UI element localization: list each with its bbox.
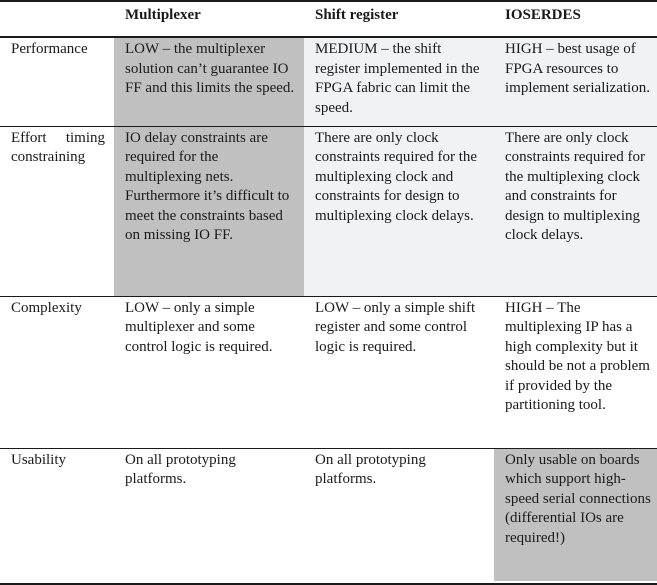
- row-label-usability: Usability: [0, 447, 114, 581]
- cell-performance-multiplexer: LOW – the multiplexer solution can’t gua…: [114, 36, 304, 126]
- table-row-usability: Usability On all prototyping platforms. …: [0, 447, 657, 581]
- cell-usability-multiplexer: On all prototyping platforms.: [114, 447, 304, 581]
- cell-effort-ioserdes: There are only clock constraints require…: [494, 125, 657, 296]
- row-label-complexity: Complexity: [0, 295, 114, 448]
- table-header-row: Multiplexer Shift register IOSERDES: [0, 2, 657, 38]
- header-ioserdes: IOSERDES: [494, 2, 657, 38]
- header-empty: [0, 2, 114, 38]
- cell-usability-shift-register: On all prototyping platforms.: [304, 447, 494, 581]
- header-multiplexer: Multiplexer: [114, 2, 304, 38]
- table-row-effort-timing: Effort timing constraining IO delay cons…: [0, 125, 657, 296]
- table-row-performance: Performance LOW – the multiplexer soluti…: [0, 36, 657, 126]
- row-label-timing-word: timing: [65, 129, 105, 146]
- row-label-performance: Performance: [0, 36, 114, 126]
- cell-complexity-ioserdes: HIGH – The multiplexing IP has a high co…: [494, 295, 657, 448]
- row-label-effort-line2: constraining: [11, 149, 86, 166]
- cell-effort-shift-register: There are only clock constraints require…: [304, 125, 494, 296]
- cell-performance-ioserdes: HIGH – best usage of FPGA resources to i…: [494, 36, 657, 126]
- header-shift-register: Shift register: [304, 2, 494, 38]
- row-label-effort-line1: Effort timing: [11, 129, 105, 149]
- row-label-effort-timing: Effort timing constraining: [0, 125, 114, 296]
- table-row-complexity: Complexity LOW – only a simple multiplex…: [0, 295, 657, 448]
- row-label-effort-word: Effort: [11, 129, 47, 146]
- cell-usability-ioserdes: Only usable on boards which support high…: [494, 447, 657, 581]
- cell-performance-shift-register: MEDIUM – the shift register implemented …: [304, 36, 494, 126]
- cell-complexity-multiplexer: LOW – only a simple multiplexer and some…: [114, 295, 304, 448]
- cell-complexity-shift-register: LOW – only a simple shift register and s…: [304, 295, 494, 448]
- cell-effort-multiplexer: IO delay constraints are required for th…: [114, 125, 304, 296]
